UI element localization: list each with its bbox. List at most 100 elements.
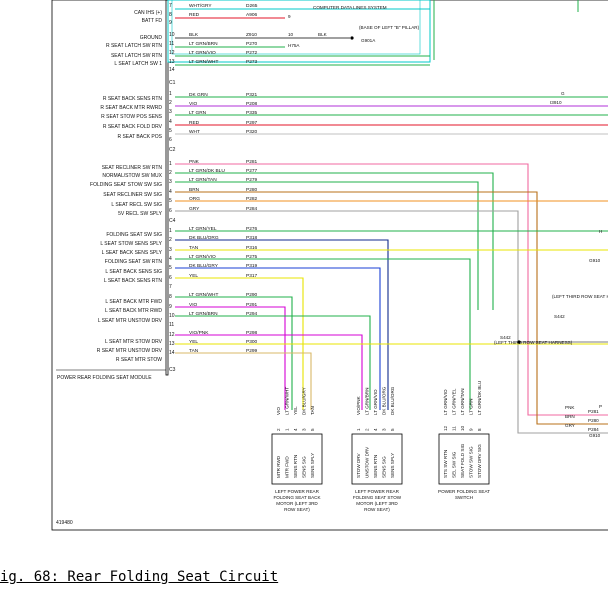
module-title: POWER REAR FOLDING SEAT MODULE [57,375,152,381]
top-label-0: CAN IHS (+) [134,10,162,16]
c3-wire-code-11: P298 [246,330,258,336]
top-wire-code-1: A906 [246,12,258,18]
right-h-label: H [599,229,602,234]
right-g910: G910 [589,258,601,263]
top-pin-0: 7 [169,3,172,9]
c3-pin-10: 11 [169,322,174,328]
top-wire-color-6: LT GRN/WHT [189,59,218,65]
c3-pin-9: 10 [169,313,175,319]
c4-wire-code-0: P281 [246,159,258,165]
top-pin-6: 13 [169,59,175,65]
c2-pin-1: 2 [169,100,172,106]
c3-label-1: L SEAT STOW SENS SPLY [100,241,162,247]
c4-label-0: SEAT RECLINER SW RTN [102,165,163,171]
component-1-pinnum-0: 1 [356,428,361,431]
component-0-wire-4: TAN [310,406,315,415]
component-2-pinnum-2: 10 [460,425,465,431]
c2-wire-color-1: VIO [189,101,198,107]
top-wire-color-0: WHT/GRY [189,3,212,9]
top-note-pillar: (BASE OF LEFT "B" PILLAR) [359,25,420,30]
c3-wire-code-8: P291 [246,302,258,308]
component-0-wire-1: LT GRN/WHT [285,387,290,415]
c3-label-3: FOLDING SEAT SW RTN [105,259,163,265]
c3-wire-color-3: LT GRN/VIO [189,254,216,260]
component-1-wire-4: DK BLU/ORG [390,386,395,415]
top-note-blk: BLK [318,32,328,37]
component-1-name-1: FOLDING SEAT STOW [353,495,402,500]
c1-label: C1 [169,80,176,86]
component-box-2 [438,433,490,485]
c3-label-12: R SEAT MTR UNSTOW DRV [97,348,163,354]
c3-label-5: L SEAT BACK SENS RTN [104,278,163,284]
right-g910-b: G910 [589,433,601,438]
right-pin-color-0: PNK [565,405,575,410]
c3-wire-code-13: P299 [246,348,258,354]
top-note-h75a: H75A [288,43,300,48]
c3-wire-code-2: P316 [246,245,258,251]
right-pin-color-1: BRN [565,414,575,419]
top-note-pin10: 10 [288,32,294,37]
top-pin-2: 9 [169,20,172,26]
c3-wire-line-4 [175,267,381,410]
right-p-label: P [599,404,602,409]
c3-pin-1: 2 [169,237,172,243]
top-note-cdl: COMPUTER DATA LINES SYSTEM [313,5,387,10]
c4-wire-color-2: LT GRN/TAN [189,177,217,183]
top-pin-4: 11 [169,41,174,47]
component-0-pin-4: SENS SPLY [310,453,315,478]
right-s442-b: S442 [500,335,511,340]
c3-wire-line-1 [175,239,389,410]
component-box-0 [271,433,323,485]
c4-wire-code-1: P277 [246,168,258,174]
c3-wire-color-9: LT GRN/BRN [189,311,218,317]
top-label-1: BATT FD [142,18,163,24]
c4-wire-color-5: GRY [189,206,200,212]
c2-wire-code-2: P335 [246,110,258,116]
c3-label: C3 [169,367,176,373]
c3-pin-7: 8 [169,294,172,300]
c3-wire-code-12: P300 [246,339,258,345]
c3-pin-12: 13 [169,341,175,347]
c3-wire-color-1: DK BLU/ORG [189,235,219,241]
component-1-pin-4: SENS SPLY [390,453,395,478]
top-wire-color-1: RED [189,12,200,18]
module-box [165,0,169,376]
c4-label-1: NORMAL/STOW SW MUX [102,173,162,179]
top-wire-color-5: LT GRN/VIO [189,50,216,56]
component-1-pin-0: STOW DRV [356,452,361,478]
component-1-name-0: LEFT POWER REAR [355,489,400,494]
component-0-pin-0: MTR RWD [276,455,281,478]
c2-wire-color-0: DK GRN [189,92,208,98]
figure-caption: ig. 68: Rear Folding Seat Circuit [0,569,279,585]
component-0-pinnum-0: 2 [276,428,281,431]
c3-pin-4: 5 [169,265,172,271]
top-wire-code-4: P270 [246,41,258,47]
c3-wire-code-4: P319 [246,263,258,269]
c4-pin-1: 2 [169,170,172,176]
c3-wire-color-11: VIO/PNK [189,330,209,336]
c2-pin-0: 1 [169,91,172,97]
c4-pin-3: 4 [169,189,172,195]
c4-wire-code-2: P279 [246,177,258,183]
c3-wire-code-9: P294 [246,311,258,317]
component-0-pin-3: SENS SIG [302,456,307,478]
top-pin-7: 14 [169,67,175,73]
c3-pin-2: 3 [169,247,172,253]
c2-pin-4: 5 [169,128,172,134]
c2-wire-color-3: RED [189,120,200,126]
c4-pin-0: 1 [169,161,172,167]
c4-wire-code-4: P282 [246,196,258,202]
component-1-name-2: MOTOR (LEFT 3RD [356,501,398,506]
c3-label-9: L SEAT MTR UNSTOW DRV [98,318,163,324]
component-0-wire-2: YEL [293,406,298,415]
c2-pin-2: 3 [169,109,172,115]
component-2-wire-3: LT GRN [469,399,474,415]
top-inner-box [171,0,421,55]
component-1-pin-3: SENS SIG [382,456,387,478]
component-1-wire-0: VIO/PNK [356,395,361,415]
component-0-pinnum-3: 3 [302,428,307,431]
c3-wire-color-7: LT GRN/WHT [189,292,218,298]
c4-wire-line-3 [175,191,608,425]
